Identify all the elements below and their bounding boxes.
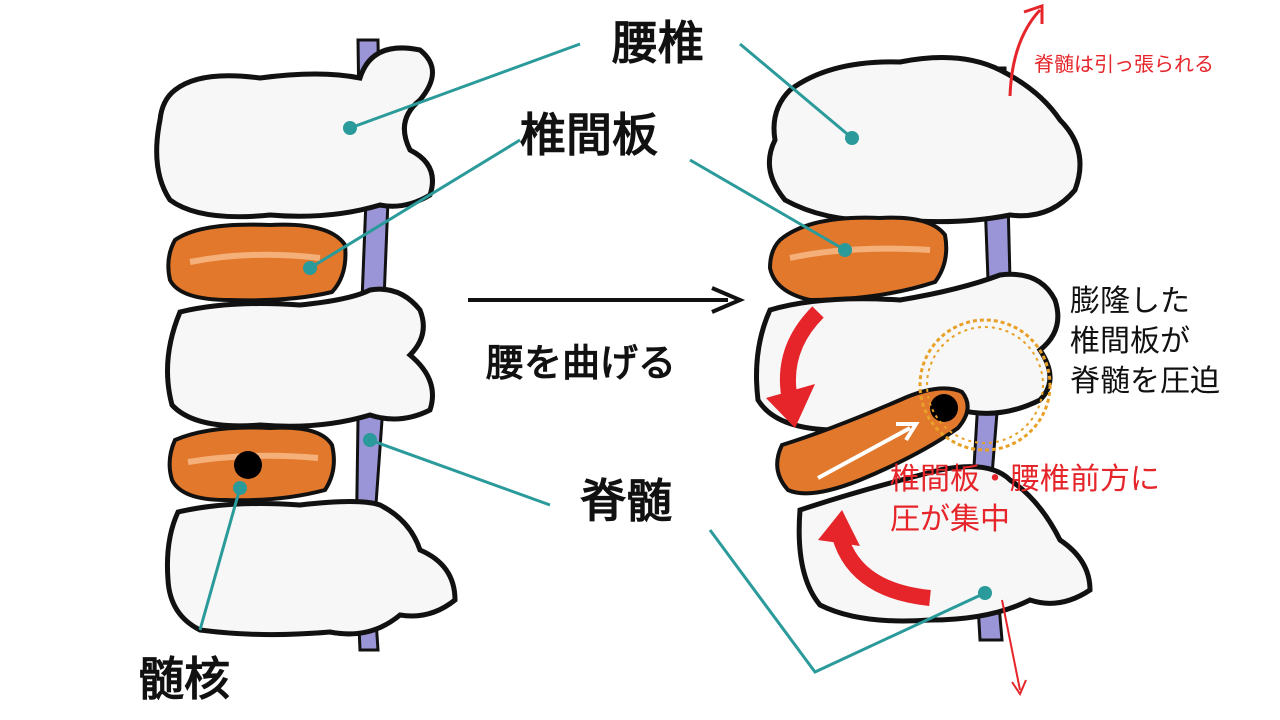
right-disc-2: [775, 386, 970, 496]
left-nucleus: [234, 451, 262, 479]
label-spinal-cord: 脊髄: [580, 474, 672, 528]
left-vertebra-1: [154, 45, 435, 220]
red-arrows: [766, 3, 1044, 697]
label-bulge: 膨隆した 椎間板が 脊髄を圧迫: [1070, 282, 1220, 402]
label-nucleus: 髄核: [138, 652, 230, 706]
right-nucleus: [930, 394, 958, 422]
bend-arrow: [468, 286, 746, 314]
right-leaders: [689, 42, 986, 674]
label-bulge-line3: 脊髄を圧迫: [1070, 364, 1220, 399]
label-bulge-line1: 膨隆した: [1070, 284, 1190, 319]
label-cord-pulled: 脊髄は引っ張られる: [1034, 52, 1214, 76]
left-vertebra-2: [165, 286, 435, 429]
right-vertebra-1: [766, 55, 1083, 225]
label-bend: 腰を曲げる: [486, 341, 677, 385]
label-pressure: 椎間板・腰椎前方に 圧が集中: [890, 460, 1160, 540]
label-bulge-line2: 椎間板が: [1070, 324, 1190, 359]
label-pressure-line2: 圧が集中: [890, 502, 1010, 537]
label-pressure-line1: 椎間板・腰椎前方に: [890, 462, 1160, 497]
left-vertebra-3: [164, 499, 458, 638]
label-lumbar: 腰椎: [612, 16, 704, 70]
label-disc: 椎間板: [520, 108, 658, 162]
left-disc-1: [166, 222, 348, 303]
compression-circle: [918, 318, 1052, 452]
left-leaders: [198, 42, 581, 631]
right-disc-1: [767, 215, 949, 303]
right-spine: [754, 55, 1093, 642]
left-spine: [154, 38, 458, 652]
